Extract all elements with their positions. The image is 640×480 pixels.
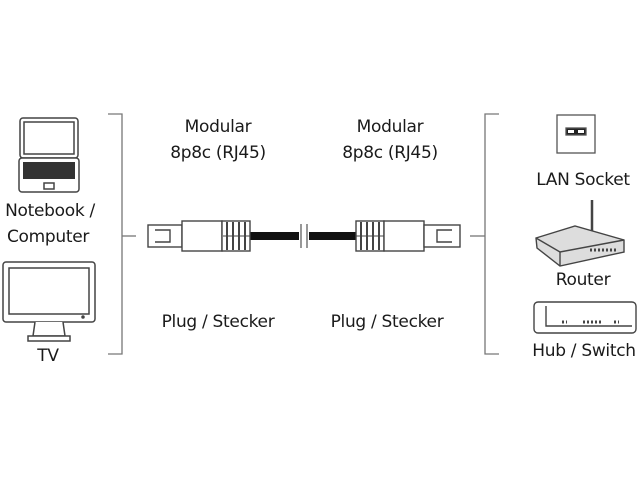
right-connector-standard: 8p8c (RJ45): [342, 143, 438, 163]
tv-icon: [2, 261, 96, 342]
router-icon: [535, 200, 625, 267]
left-rj45-plug-icon: [147, 220, 251, 252]
left-connector-gender: Plug / Stecker: [161, 312, 275, 332]
left-bracket: [108, 113, 136, 355]
router-label: Router: [555, 270, 611, 290]
hub-switch-icon: [533, 301, 637, 334]
hub-switch-label: Hub / Switch: [532, 341, 636, 361]
tv-label: TV: [37, 346, 59, 366]
computer-label: Computer: [6, 227, 90, 247]
notebook-label: Notebook /: [5, 201, 95, 221]
right-bracket: [470, 113, 499, 355]
right-rj45-plug-icon: [355, 220, 461, 252]
lan-socket-label: LAN Socket: [536, 170, 630, 190]
laptop-icon: [18, 117, 80, 193]
left-connector-type: Modular: [184, 117, 252, 137]
left-connector-standard: 8p8c (RJ45): [170, 143, 266, 163]
right-connector-gender: Plug / Stecker: [330, 312, 444, 332]
cable: [248, 224, 358, 248]
lan-socket-icon: [556, 114, 596, 154]
right-connector-type: Modular: [356, 117, 424, 137]
